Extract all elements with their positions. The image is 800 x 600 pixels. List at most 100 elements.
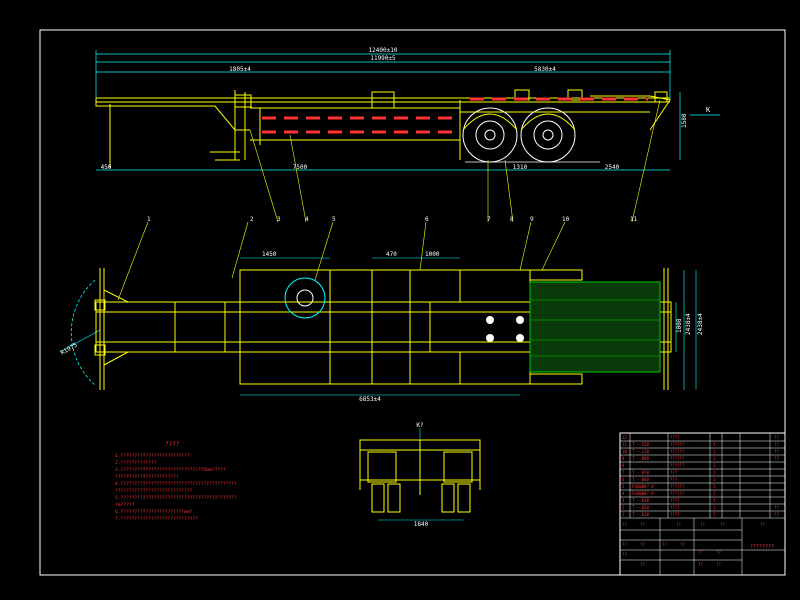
drawing-title: ???????? <box>750 544 774 550</box>
tb-row-name: ???? <box>670 435 680 440</box>
tb-row-qty: 1 <box>713 470 716 475</box>
dim-rear: 5830±4 <box>534 66 556 73</box>
tb-sign-label: ?? <box>622 542 627 547</box>
notes-title: ???? <box>165 441 180 448</box>
tb-row-no: 12 <box>622 435 627 440</box>
tb-row-name: ?????? <box>670 491 685 496</box>
tb-row-qty: 1 <box>713 449 716 454</box>
tb-row-mat: ?? <box>774 442 779 447</box>
tb-row-name: ???? <box>670 505 680 510</box>
plan-view: 1450 470 1000 6853±4 R1975 2438±4 2438±4… <box>60 251 705 403</box>
callout-10: 10 <box>562 216 570 223</box>
dim-1000: 1000 <box>425 251 440 258</box>
tb-row-name: ?????? <box>670 484 685 489</box>
tb-sign-label: ?? <box>640 562 645 567</box>
callout-7: 7 <box>487 216 491 223</box>
end-view: K? 1840 <box>359 422 481 528</box>
tb-row-code: T - 010 <box>632 512 649 517</box>
view-marker-k: K <box>706 106 711 114</box>
dim-overall2: 11990±5 <box>370 55 396 62</box>
tb-row-code: FUS008?-4 <box>632 491 654 496</box>
tb-row-no: 4 <box>622 491 625 496</box>
tb-row-qty: 1 <box>713 512 716 517</box>
side-view: 12400±10 11990±5 1805±4 5830±4 450 7500 … <box>95 47 720 171</box>
dim-width2: 2438±4 <box>697 313 704 335</box>
tb-row-name: ???? <box>670 498 680 503</box>
tb-sign-label: ?? <box>698 550 703 555</box>
tb-row-code: T - 030 <box>632 498 649 503</box>
tb-row-code: T - 060 <box>632 477 649 482</box>
dim-radius: R1975 <box>60 341 79 356</box>
note-line: 5.??????????????????????????????????????… <box>115 495 237 501</box>
tb-row-no: 1 <box>622 512 625 517</box>
tb-row-no: 10 <box>622 449 627 454</box>
callout-2: 2 <box>250 216 254 223</box>
tb-row-no: 9 <box>622 456 625 461</box>
tb-sign-label: ?? <box>698 562 703 567</box>
drawing-frame <box>39 29 786 576</box>
note-line: 3.??????????????????????????????5mm????? <box>115 467 226 473</box>
dim-track: 1840 <box>414 521 429 528</box>
tb-header-name: ?? <box>676 522 681 527</box>
tb-row-qty: 1 <box>713 442 716 447</box>
tb-header-unit: ?? <box>720 522 725 527</box>
dim-front-overhang: 450 <box>101 164 112 171</box>
tb-row-qty: 1 <box>713 491 716 496</box>
callout-5: 5 <box>332 216 336 223</box>
tb-row-no: 2 <box>622 505 625 510</box>
note-line: 4.??????????????????????????????????????… <box>115 481 237 487</box>
note-line: ?m????? <box>115 502 135 508</box>
dim-1450: 1450 <box>262 251 277 258</box>
note-line: 1.????????????????????????? <box>115 453 190 459</box>
callout-3: 3 <box>277 216 281 223</box>
tb-row-no: 3 <box>622 498 625 503</box>
tb-row-name: ?????? <box>670 442 685 447</box>
notes: ???? 1.????????????????????????? 2.?????… <box>115 441 237 522</box>
tb-row-name: ?????? <box>670 463 685 468</box>
tb-header-code: ?? <box>640 522 645 527</box>
tb-sign-label: ?? <box>622 552 627 557</box>
tb-row-qty: 1 <box>713 477 716 482</box>
tb-row-qty: 1 <box>713 484 716 489</box>
dim-mid: 7500 <box>293 164 308 171</box>
tb-row-qty: 1 <box>713 463 716 468</box>
dim-height: 1580 <box>681 113 688 128</box>
tb-row-no: 6 <box>622 477 625 482</box>
tb-row-no: 7 <box>622 470 625 475</box>
callout-4: 4 <box>305 216 309 223</box>
tb-row-qty: 1 <box>713 456 716 461</box>
tb-row-code: T - 020 <box>632 505 649 510</box>
tb-row-name: ???? <box>670 512 680 517</box>
title-block: 12 ???? ?? 11 T - 120 ?????? 1 ?? 10 T -… <box>619 432 786 576</box>
tb-row-no: 11 <box>622 442 627 447</box>
callout-9: 9 <box>530 216 534 223</box>
tb-row-name: ??? <box>670 477 678 482</box>
dim-overall: 12400±10 <box>369 47 398 54</box>
tb-sign-label: ?? <box>662 542 667 547</box>
tb-row-code: FUS008?-4 <box>632 484 654 489</box>
tb-header-mat: ?? <box>760 522 765 527</box>
note-line: 6.???????????????????????mm? <box>115 509 193 515</box>
tb-sign-label: ?? <box>716 562 721 567</box>
end-view-label: K? <box>416 422 424 429</box>
dim-width3: 1008 <box>676 318 683 333</box>
tb-row-mat: ?? <box>774 449 779 454</box>
tb-row-name: ?????? <box>670 456 685 461</box>
note-line: 7.???????????????????????????? <box>115 516 198 522</box>
dim-axle-spacing: 1310 <box>513 164 528 171</box>
tb-row-mat: ?? <box>774 435 779 440</box>
tb-sign-label: ?? <box>680 542 685 547</box>
tb-row-code: T - 070 <box>632 470 649 475</box>
tb-row-qty: 1 <box>713 498 716 503</box>
tb-row-code: T - 110 <box>632 449 649 454</box>
dim-470: 470 <box>386 251 397 258</box>
tb-row-no: 8 <box>622 463 625 468</box>
dim-rear-overhang: 2540 <box>605 164 620 171</box>
tb-row-mat: ?? <box>774 456 779 461</box>
tb-row-name: ?????? <box>670 449 685 454</box>
note-line: ??????????????????????? <box>115 474 179 480</box>
tb-header-no: ?? <box>622 522 627 527</box>
tb-row-name: ??? <box>670 470 678 475</box>
tb-row-qty: 1 <box>713 505 716 510</box>
